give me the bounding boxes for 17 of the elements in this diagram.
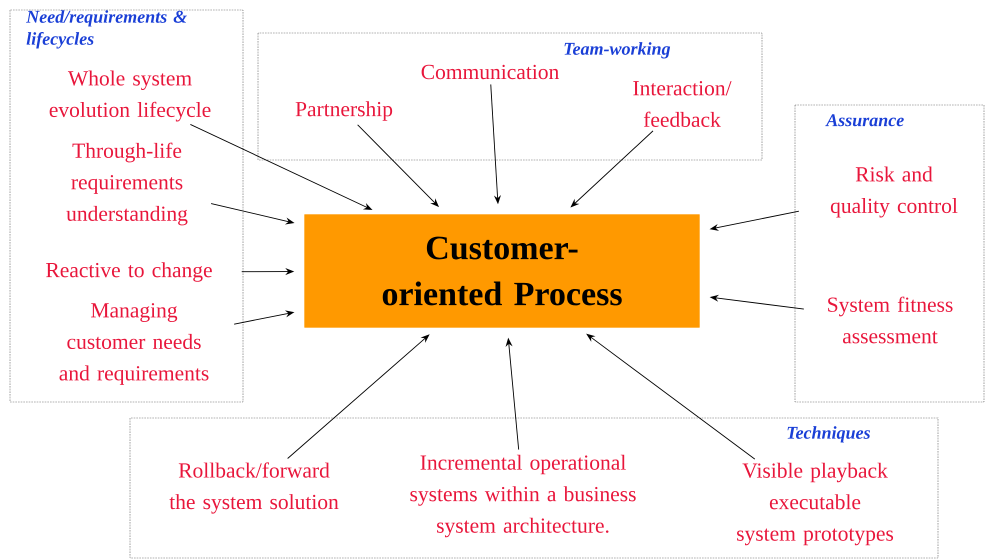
factor-text: Risk and quality control	[830, 166, 958, 218]
factor-text: Communication	[422, 64, 559, 80]
group-heading: Need/requirements & lifecycles	[26, 10, 187, 49]
factor-text: Reactive to change	[46, 262, 212, 282]
factor-text: Incremental operational systems within a business system architecture.	[410, 454, 636, 538]
group-heading: Assurance	[825, 114, 904, 126]
factor-text: Interaction/ feedback	[633, 81, 732, 127]
factor-text: Whole system evolution lifecycle	[50, 70, 210, 122]
process-box: Customer-oriented Process	[304, 214, 700, 328]
factor-text: Partnership	[296, 101, 392, 121]
group-heading: Team-working	[564, 42, 670, 59]
group-heading: Techniques	[788, 426, 870, 442]
factor-text: Through-life requirements understanding	[66, 142, 188, 226]
factor-text: Managing customer needs and requirements	[60, 303, 208, 385]
factor-text: System fitness assessment	[828, 296, 953, 344]
factor-text: Visible playback executable system prototypes	[737, 462, 894, 546]
factor-text: Rollback/forward the system solution	[169, 462, 338, 514]
